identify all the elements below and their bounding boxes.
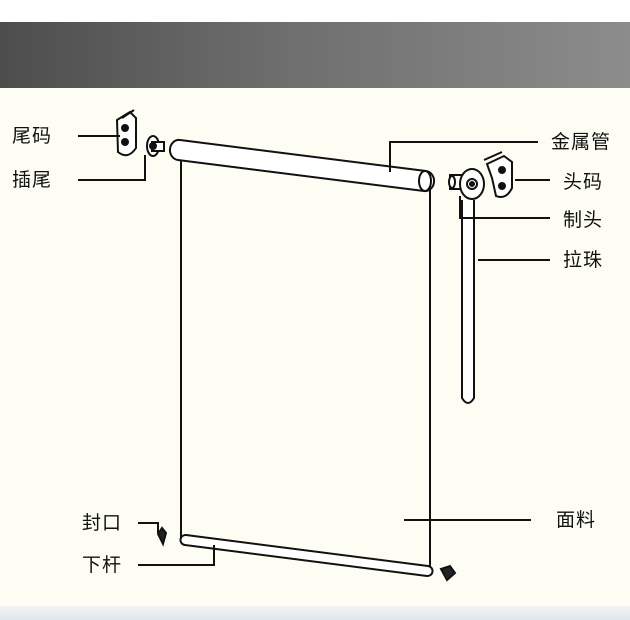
pull-chain	[461, 200, 475, 404]
label-metal-tube: 金属管	[551, 131, 611, 153]
label-tail-bracket: 尾码	[12, 125, 52, 147]
label-head-bracket: 头码	[563, 171, 603, 193]
label-control-head: 制头	[563, 209, 603, 231]
leader-metal-tube	[389, 141, 538, 172]
leader-tail-plug	[78, 155, 146, 181]
metal-tube	[169, 138, 435, 193]
label-fabric: 面料	[556, 509, 596, 531]
tail-bracket	[115, 109, 137, 157]
label-end-cap: 封口	[82, 512, 122, 534]
leader-end-cap	[138, 522, 159, 533]
fabric-panel	[180, 160, 431, 570]
bottom-strip	[0, 606, 630, 620]
label-pull-chain: 拉珠	[563, 249, 603, 271]
control-head	[448, 168, 485, 200]
bottom-bar	[179, 534, 434, 577]
end-cap-left	[156, 526, 168, 547]
head-bracket	[483, 151, 513, 198]
leader-control-head	[459, 196, 550, 219]
label-bottom-bar: 下杆	[82, 554, 122, 576]
gray-header-band	[0, 22, 630, 88]
top-white-band	[0, 0, 630, 22]
leader-bottom-bar	[138, 545, 215, 566]
end-cap-right	[439, 564, 457, 582]
tail-plug	[146, 135, 165, 157]
label-tail-plug: 插尾	[12, 169, 52, 191]
